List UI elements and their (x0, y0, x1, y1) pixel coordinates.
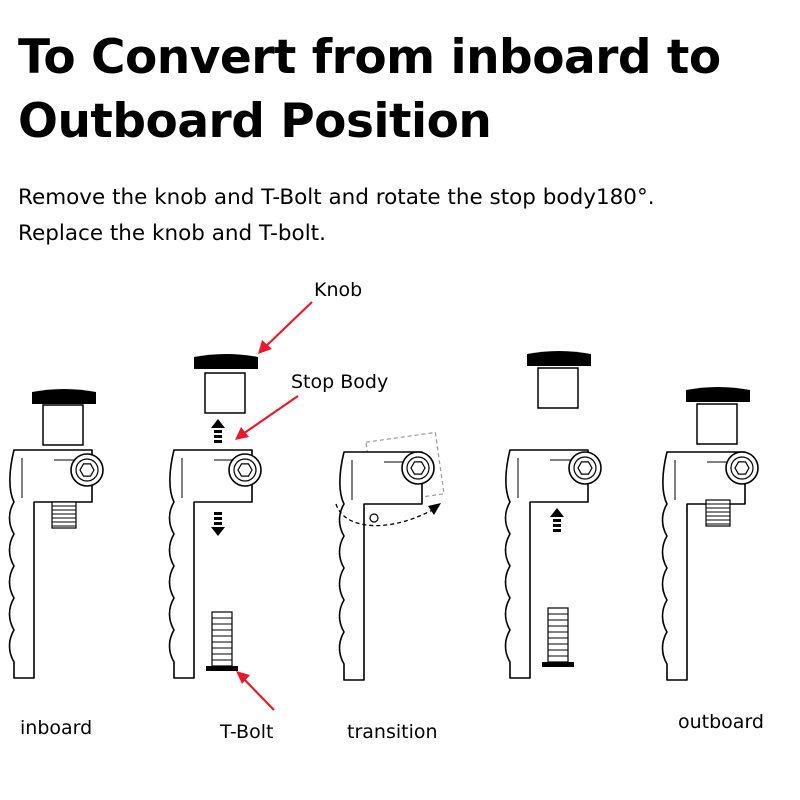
instruction-line-1: Remove the knob and T-Bolt and rotate th… (18, 185, 655, 210)
hex-screw-icon (228, 453, 262, 487)
knob (686, 387, 750, 402)
stop-body (204, 372, 246, 414)
t-bolt-stub (705, 499, 731, 527)
stage-reassembly (504, 351, 602, 679)
stage-label-inboard: inboard (20, 717, 92, 739)
knob (527, 351, 591, 366)
stop-body (42, 404, 84, 446)
stage-label-outboard: outboard (678, 711, 764, 733)
t-bolt-stub (51, 501, 77, 529)
stop-body (537, 367, 579, 409)
callout-stop-body: Stop Body (291, 371, 388, 393)
rotation-arrowhead-icon (428, 503, 441, 515)
knob (32, 389, 96, 404)
title-line-2: Outboard Position (18, 94, 492, 149)
t-bolt (541, 607, 575, 668)
hex-screw-icon (401, 451, 435, 485)
stop-body-callout-arrow (239, 395, 299, 437)
stop-bracket (338, 451, 423, 681)
hex-screw-icon (725, 451, 759, 485)
rotation-arc (335, 503, 437, 527)
t-bolt-callout-arrow (239, 674, 275, 711)
stop-body (696, 403, 738, 445)
stage-outboard: outboard (661, 387, 764, 733)
title-line-1: To Convert from inboard to (18, 30, 721, 85)
stop-bracket (661, 451, 746, 681)
arrow-up-icon (211, 419, 225, 443)
knob-callout-arrowhead (258, 340, 272, 354)
t-bolt (205, 611, 239, 672)
stage-disassembly: Knob Stop Body T-Bolt (168, 279, 388, 743)
stage-transition: transition (335, 431, 445, 743)
stage-label-transition: transition (347, 721, 438, 743)
knob (194, 354, 258, 369)
stop-body-callout-arrowhead (235, 427, 249, 440)
hex-screw-icon (568, 451, 602, 485)
pivot-icon (369, 513, 379, 523)
arrow-down-icon (211, 512, 225, 536)
arrow-up-icon (550, 508, 564, 532)
t-bolt-callout-arrowhead (236, 671, 250, 684)
instructions-text: Remove the knob and T-Bolt and rotate th… (18, 180, 655, 252)
callout-t-bolt: T-Bolt (219, 721, 273, 743)
knob-callout-arrow (261, 301, 313, 351)
stop-bracket (504, 449, 589, 679)
callout-knob: Knob (314, 279, 362, 301)
page-title: To Convert from inboard to Outboard Posi… (18, 26, 721, 154)
instruction-line-2: Replace the knob and T-bolt. (18, 221, 326, 246)
stage-inboard: inboard (8, 389, 104, 739)
hex-screw-icon (70, 453, 104, 487)
